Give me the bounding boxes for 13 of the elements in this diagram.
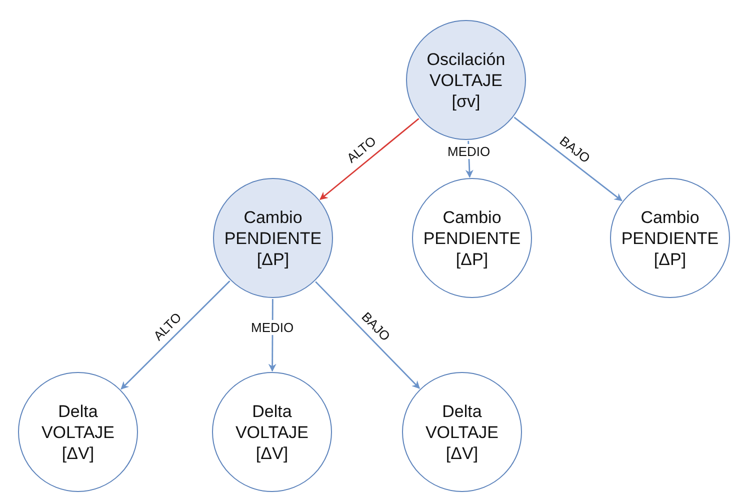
node-text: Cambio PENDIENTE [ΔP] (620, 206, 720, 270)
node-text: Oscilación VOLTAJE [σv] (426, 48, 506, 112)
node-text: Delta VOLTAJE [ΔV] (424, 400, 500, 464)
node-text: Delta VOLTAJE [ΔV] (40, 400, 116, 464)
arrow (120, 280, 230, 390)
node-text: Delta VOLTAJE [ΔV] (234, 400, 310, 464)
node-text: Cambio PENDIENTE [ΔP] (223, 206, 323, 270)
arrow (320, 118, 420, 200)
edge-label: MEDIO (446, 144, 492, 158)
arrow (514, 116, 622, 202)
node-text: Cambio PENDIENTE [ΔP] (422, 206, 522, 270)
arrow (315, 281, 420, 389)
edge-label: MEDIO (249, 320, 296, 334)
